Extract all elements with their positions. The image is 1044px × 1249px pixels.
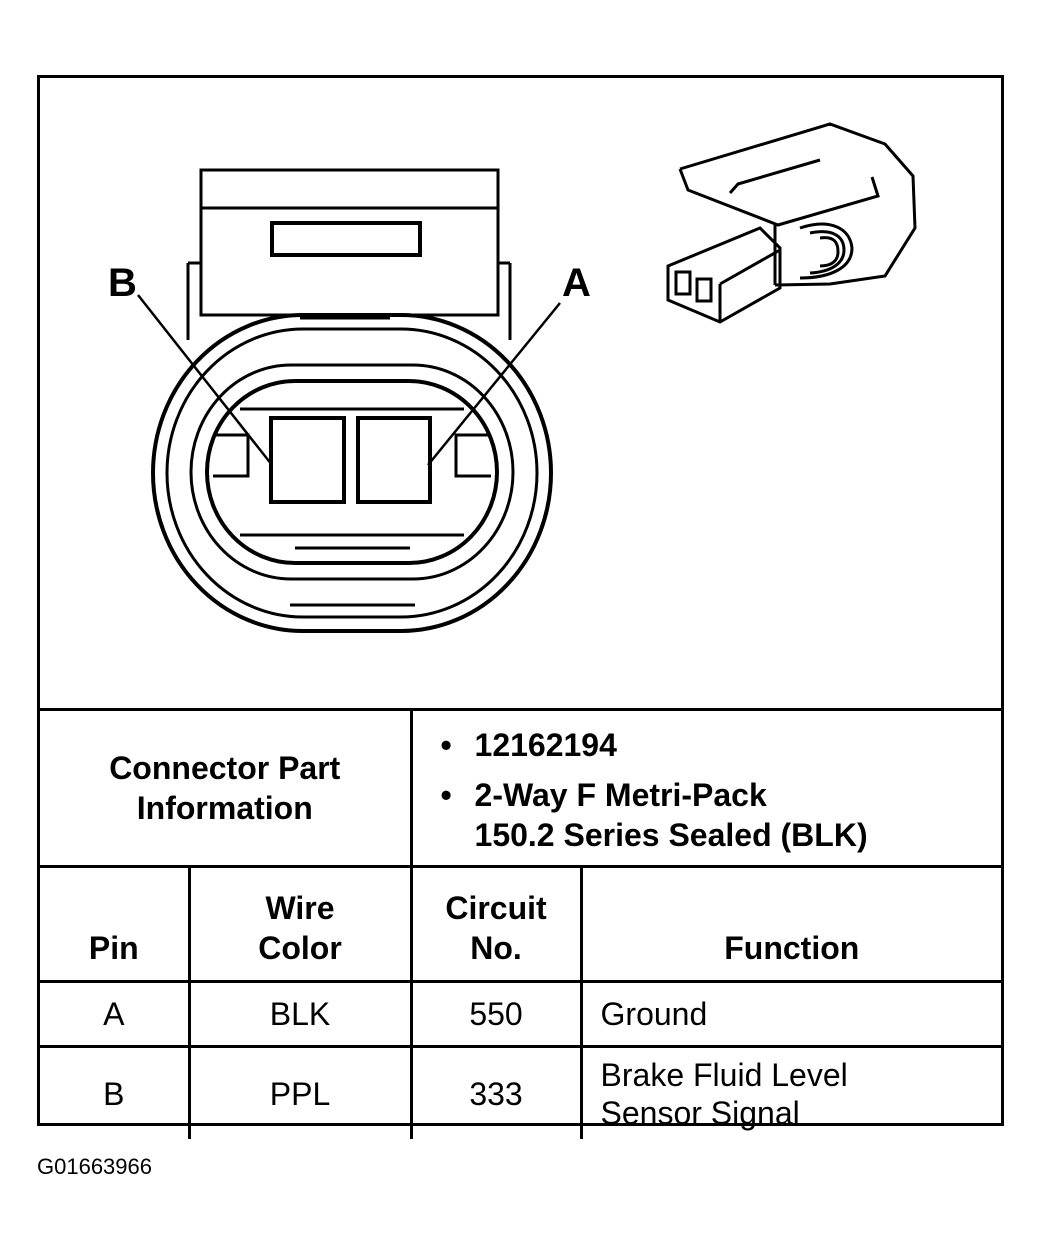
connector-part-label-line2: Information xyxy=(136,790,313,826)
connector-part-label-line1: Connector Part xyxy=(109,750,341,786)
function-cell: Brake Fluid Level Sensor Signal xyxy=(579,1045,1002,1139)
wire-color-cell: PPL xyxy=(187,1045,413,1139)
part-number: 12162194 xyxy=(441,725,1002,765)
connector-pinout-table: Connector Part Information 12162194 2-Wa… xyxy=(40,708,1002,1139)
header-wire-color: Wire Color xyxy=(187,865,413,983)
diagram-frame: B A Connector Part Information 12162194 … xyxy=(37,75,1004,1139)
circuit-cell: 333 xyxy=(409,1045,583,1139)
connector-part-row: Connector Part Information 12162194 2-Wa… xyxy=(40,708,1002,868)
connector-face-drawing xyxy=(137,122,917,633)
pin-cell: B xyxy=(40,1045,191,1139)
table-header-row: Pin Wire Color Circuit No. Function xyxy=(40,865,1002,983)
circuit-cell: 550 xyxy=(409,980,583,1048)
pin-cell: A xyxy=(40,980,191,1048)
pin-a-label: A xyxy=(562,261,591,305)
function-line2: Sensor Signal xyxy=(600,1094,800,1131)
pin-b-label: B xyxy=(108,261,137,305)
connector-iso-view xyxy=(666,122,917,324)
connector-type-line1: 2-Way F Metri-Pack xyxy=(474,777,767,813)
header-circuit-no: Circuit No. xyxy=(409,865,583,983)
function-cell: Ground xyxy=(579,980,1002,1048)
header-wire-line2: Color xyxy=(258,930,342,966)
header-function: Function xyxy=(579,865,1002,983)
header-circuit-line2: No. xyxy=(470,930,522,966)
outer-seal-ring xyxy=(151,313,553,633)
connector-diagram: B A xyxy=(40,78,1001,708)
connector-type-line2: 150.2 Series Sealed (BLK) xyxy=(474,817,868,853)
cavity-a xyxy=(356,416,432,504)
connector-type: 2-Way F Metri-Pack 150.2 Series Sealed (… xyxy=(441,775,1002,855)
connector-part-details: 12162194 2-Way F Metri-Pack 150.2 Series… xyxy=(409,708,1002,868)
function-line1: Brake Fluid Level xyxy=(600,1056,848,1093)
table-row: A BLK 550 Ground xyxy=(40,980,1002,1048)
housing-top xyxy=(199,168,500,317)
header-pin: Pin xyxy=(40,865,191,983)
header-circuit-line1: Circuit xyxy=(445,890,547,926)
connector-part-label: Connector Part Information xyxy=(40,708,413,868)
wire-color-cell: BLK xyxy=(187,980,413,1048)
cavity-b xyxy=(269,416,346,504)
figure-code: G01663966 xyxy=(37,1154,152,1179)
table-row: B PPL 333 Brake Fluid Level Sensor Signa… xyxy=(40,1045,1002,1139)
housing-latch-window xyxy=(270,221,422,257)
function-line1: Ground xyxy=(600,996,708,1032)
header-wire-line1: Wire xyxy=(265,890,335,926)
